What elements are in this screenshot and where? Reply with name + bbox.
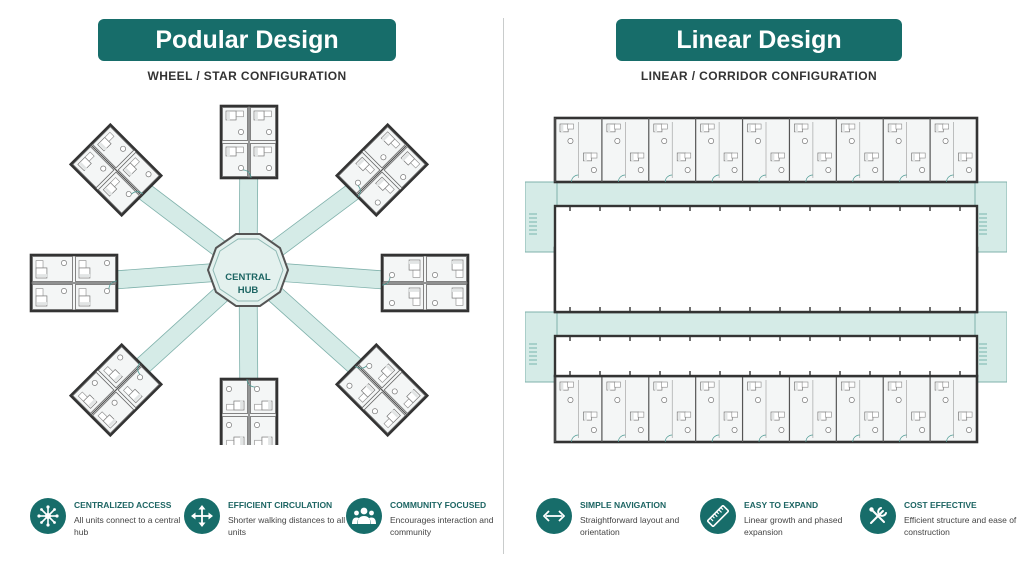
linear-panel: Linear Design LINEAR / CORRIDOR CONFIGUR… xyxy=(505,0,1024,576)
feature-title: SIMPLE NAVIGATION xyxy=(580,500,667,510)
housing-pod xyxy=(219,104,279,180)
hub-label-line1: CENTRAL xyxy=(225,272,271,283)
stair-wing xyxy=(974,181,1007,253)
move-arrows-icon xyxy=(184,498,220,534)
podular-title: Podular Design xyxy=(98,19,396,61)
feature-desc: Efficient structure and ease of construc… xyxy=(904,515,1017,537)
hub-label-line2: HUB xyxy=(238,285,259,296)
linear-subtitle: LINEAR / CORRIDOR CONFIGURATION xyxy=(640,69,878,83)
horizontal-arrows-icon xyxy=(536,498,572,534)
linear-housing-blocks xyxy=(553,116,979,444)
feature-title: EFFICIENT CIRCULATION xyxy=(228,500,333,510)
feature-easy-to-expand: EASY TO EXPAND Linear growth and phased … xyxy=(700,494,860,542)
linear-floor-plan xyxy=(525,116,1007,444)
feature-title: COMMUNITY FOCUSED xyxy=(390,500,487,510)
feature-desc: Linear growth and phased expansion xyxy=(744,515,843,537)
housing-pod xyxy=(29,253,119,313)
ruler-icon xyxy=(700,498,736,534)
stair-wing xyxy=(974,311,1007,383)
hub-network-icon xyxy=(30,498,66,534)
podular-floor-plan: CENTRAL HUB xyxy=(29,104,470,445)
feature-title: COST EFFECTIVE xyxy=(904,500,977,510)
courtyard xyxy=(553,334,979,378)
feature-centralized-access: CENTRALIZED ACCESS All units connect to … xyxy=(30,494,190,542)
podular-subtitle: WHEEL / STAR CONFIGURATION xyxy=(147,69,347,83)
feature-efficient-circulation: EFFICIENT CIRCULATION Shorter walking di… xyxy=(184,494,346,542)
feature-title: CENTRALIZED ACCESS xyxy=(74,500,172,510)
feature-cost-effective: COST EFFECTIVE Efficient structure and e… xyxy=(860,494,1020,542)
housing-pod xyxy=(68,122,164,218)
feature-simple-navigation: SIMPLE NAVIGATION Straightforward layout… xyxy=(536,494,696,542)
feature-desc: Encourages interaction and community xyxy=(390,515,494,537)
feature-community-focused: COMMUNITY FOCUSED Encourages interaction… xyxy=(346,494,506,542)
podular-panel: Podular Design WHEEL / STAR CONFIGURATIO… xyxy=(0,0,504,576)
tools-icon xyxy=(860,498,896,534)
housing-pod xyxy=(219,377,279,445)
central-hub xyxy=(206,233,290,307)
podular-housing-pods xyxy=(29,104,470,445)
cell-block xyxy=(553,116,979,184)
people-group-icon xyxy=(346,498,382,534)
feature-desc: Shorter walking distances to all units xyxy=(228,515,346,537)
panel-divider xyxy=(503,18,504,554)
housing-pod xyxy=(68,342,164,438)
linear-title: Linear Design xyxy=(616,19,902,61)
stair-wing xyxy=(525,181,558,253)
feature-title: EASY TO EXPAND xyxy=(744,500,819,510)
cell-block xyxy=(553,374,979,444)
feature-desc: All units connect to a central hub xyxy=(74,515,181,537)
housing-pod xyxy=(334,122,430,218)
housing-pod xyxy=(380,253,470,313)
feature-desc: Straightforward layout and orientation xyxy=(580,515,680,537)
housing-pod xyxy=(334,342,430,438)
courtyard xyxy=(553,204,979,314)
stair-wing xyxy=(525,311,558,383)
